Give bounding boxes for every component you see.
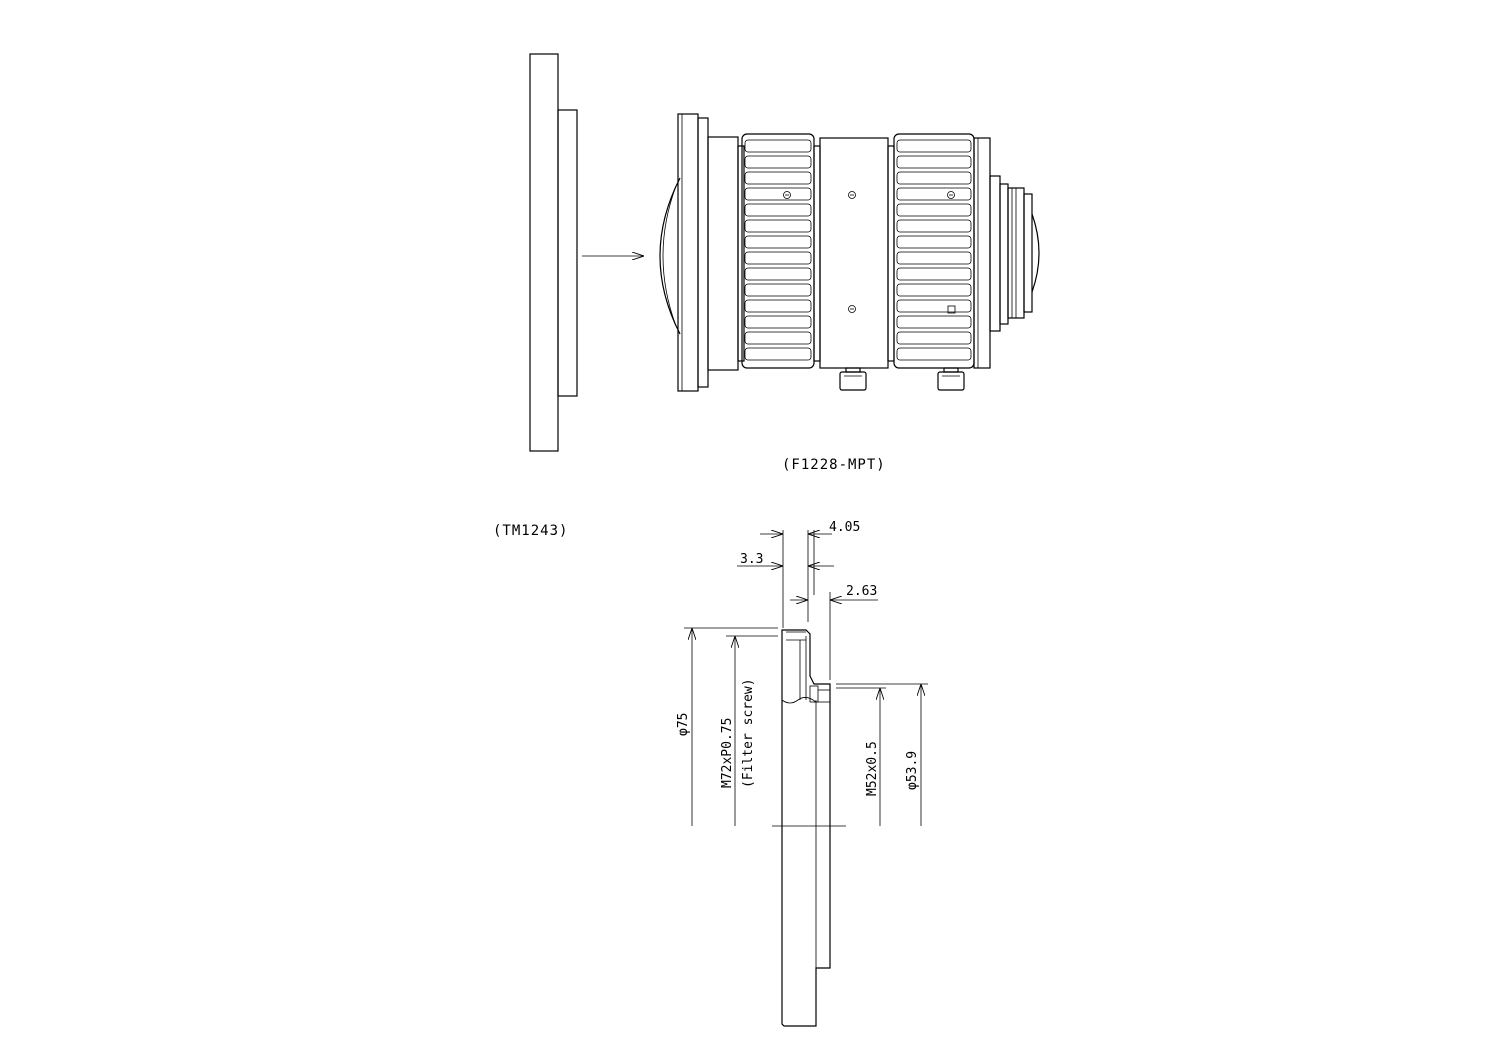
dim-outer-diameter: φ75	[676, 713, 691, 736]
adapter-model-label: (TM1243)	[493, 523, 568, 539]
lens-model-label: (F1228-MPT)	[782, 457, 886, 473]
front-ring-knurling	[744, 139, 812, 361]
adapter-side-view	[529, 53, 578, 452]
adapter-section-view	[772, 629, 846, 1027]
rear-ring-knurling	[896, 139, 972, 361]
lens-side-view	[659, 113, 1040, 392]
dimension-lines	[684, 530, 928, 826]
dim-mount-thread: M52x0.5	[865, 741, 880, 796]
dim-4-05: 4.05	[829, 520, 860, 535]
dim-filter-note: (Filter screw)	[741, 678, 756, 788]
dim-3-3: 3.3	[740, 552, 763, 567]
dim-2-63: 2.63	[846, 584, 877, 599]
dim-inner-diameter: φ53.9	[905, 751, 920, 790]
dim-filter-thread: M72xP0.75	[720, 718, 735, 788]
